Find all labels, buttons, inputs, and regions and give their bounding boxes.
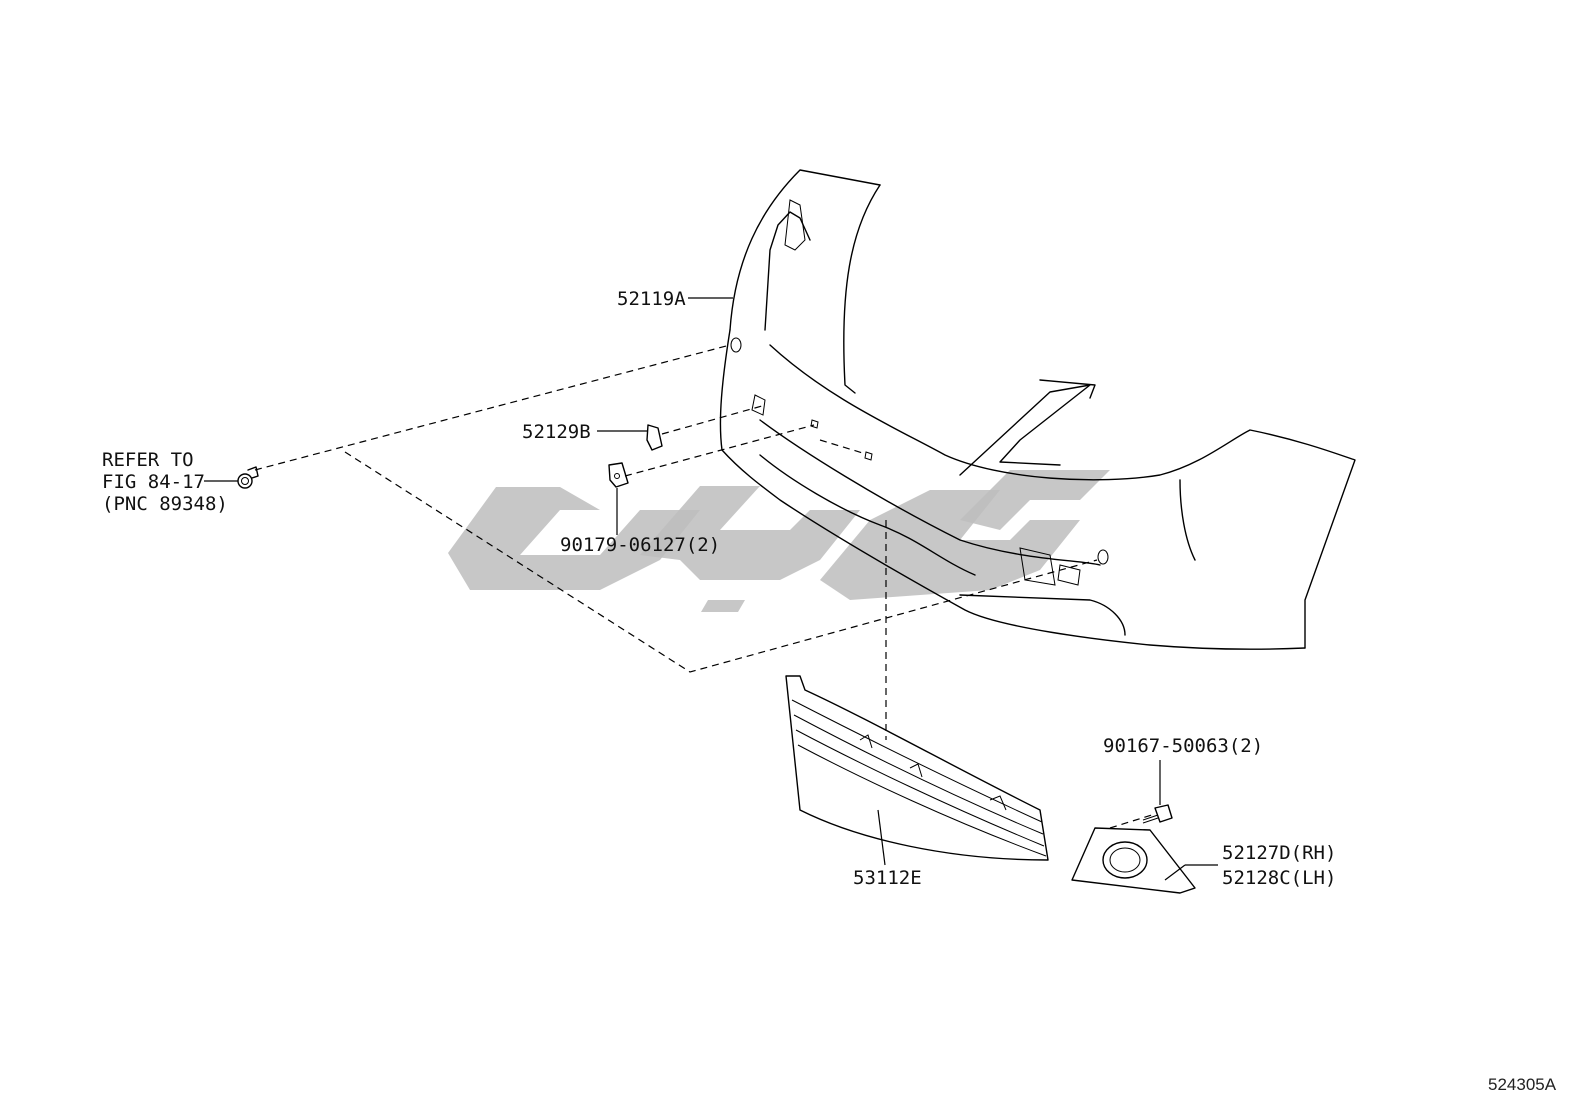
label-clip[interactable]: 90179-06127(2) [560,534,720,556]
label-reference-line2: FIG 84-17 [102,471,205,493]
label-screw[interactable]: 90167-50063(2) [1103,735,1263,757]
fog-lamp-cover [1071,827,1196,894]
lower-grille [785,675,1049,861]
label-cap[interactable]: 52129B [522,421,591,443]
label-grille[interactable]: 53112E [853,867,922,889]
label-reference-line3: (PNC 89348) [102,493,228,515]
screw-part [1142,804,1173,824]
watermark-logo [448,470,1110,612]
cap-part [646,424,663,451]
leader-lines [204,297,1218,881]
clip-part [608,462,629,488]
sensor-part [237,466,259,489]
bumper-cover [719,169,1356,650]
label-reference-line1: REFER TO [102,449,194,471]
assembly-lines [254,344,1156,829]
figure-code: 524305A [1488,1075,1557,1094]
label-bumper-cover[interactable]: 52119A [617,288,686,310]
label-fog-cover-lh[interactable]: 52128C(LH) [1222,867,1336,889]
label-fog-cover-rh[interactable]: 52127D(RH) [1222,842,1336,864]
